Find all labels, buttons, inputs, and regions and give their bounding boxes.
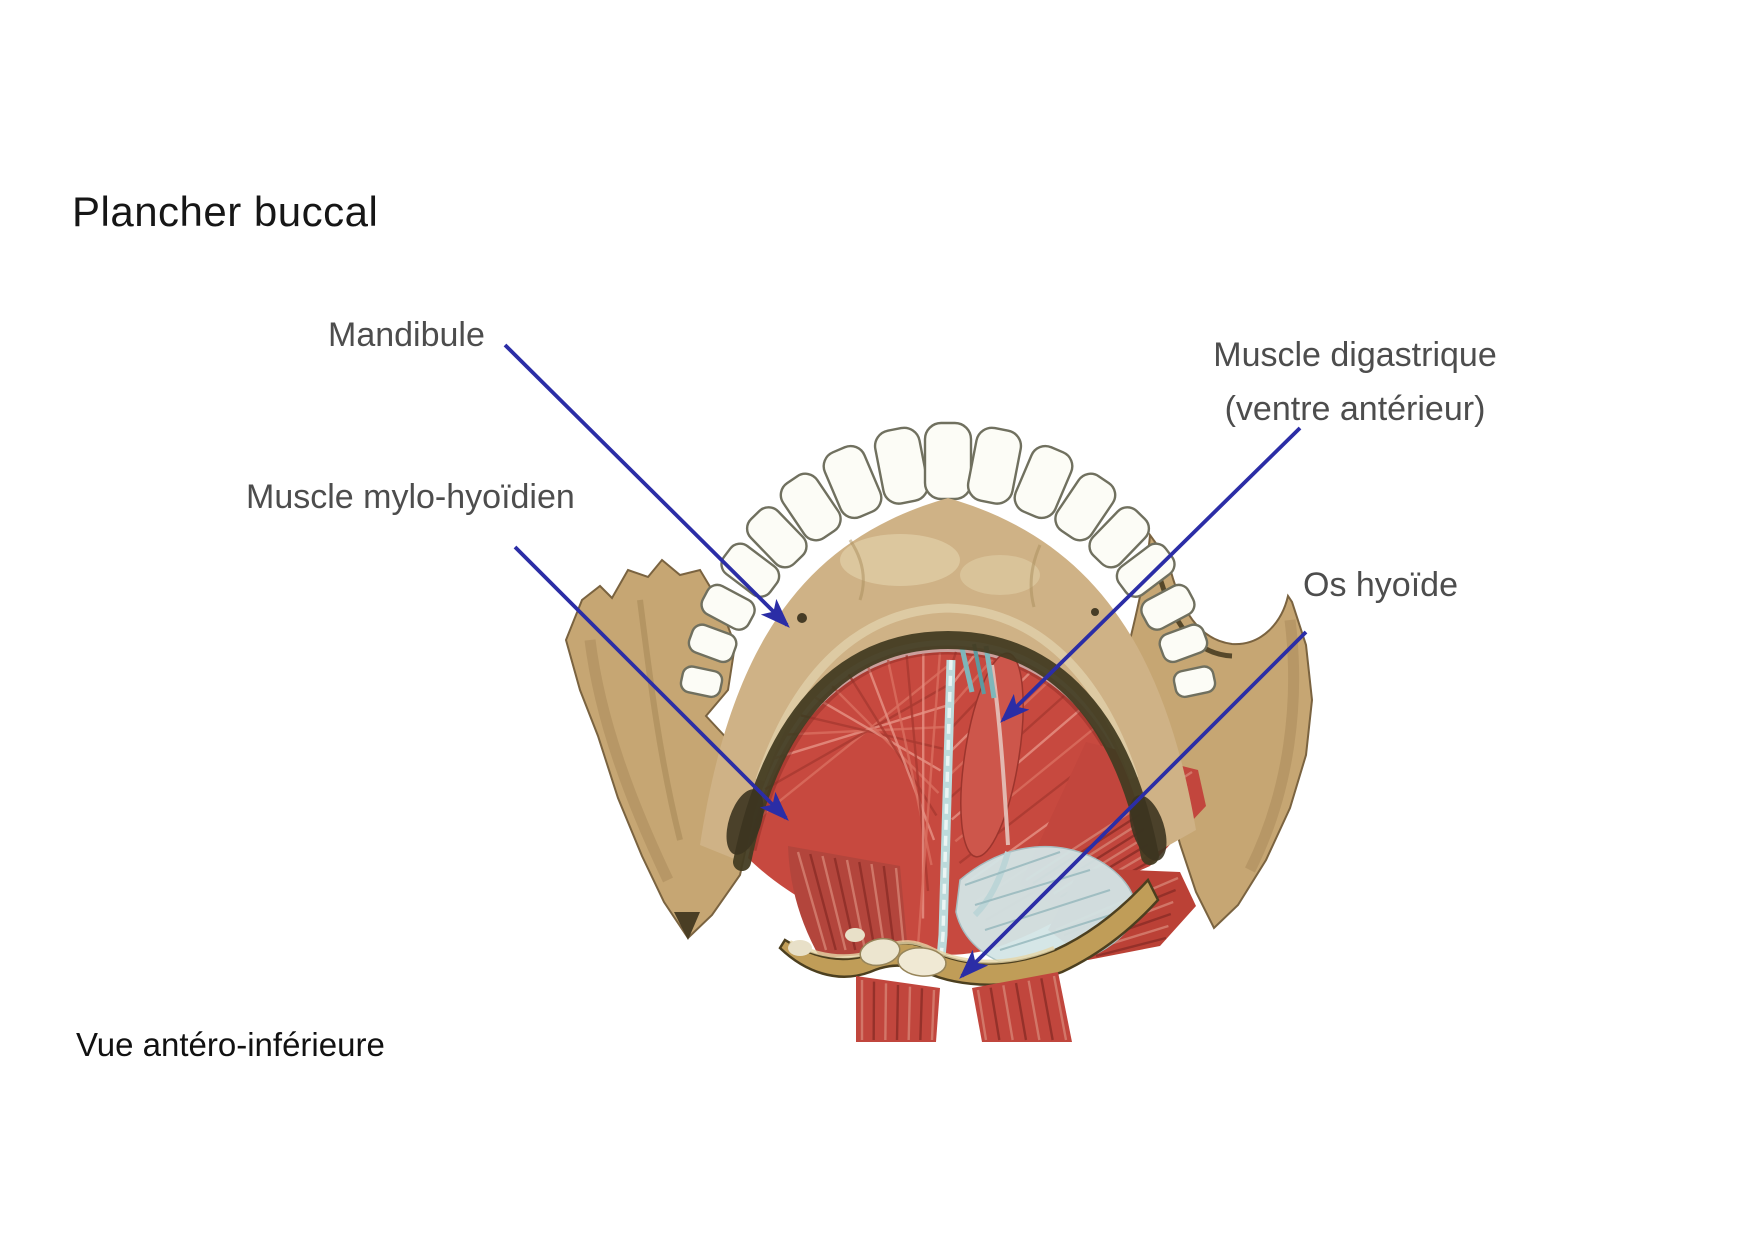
- median-raphe: [936, 659, 956, 959]
- label-mandible: Mandibule: [328, 316, 485, 354]
- label-digastric-line2: (ventre antérieur): [1224, 390, 1486, 429]
- label-digastric-line1: Muscle digastrique: [1213, 336, 1497, 374]
- teeth-row: [679, 421, 1217, 699]
- mandible-arch: [700, 498, 1196, 871]
- label-hyoid: Os hyoïde: [1303, 566, 1458, 604]
- hyoid-bone: [778, 877, 1160, 986]
- label-digastric: Muscle digastrique (ventre antérieur): [1185, 328, 1525, 437]
- label-mylohyoid: Muscle mylo-hyoïdien: [246, 478, 575, 516]
- digastric-arrow: [1000, 426, 1302, 723]
- mandible-arrow: [503, 343, 790, 628]
- page-title: Plancher buccal: [72, 188, 379, 235]
- infrahyoid-columns: [856, 972, 1072, 1042]
- view-caption: Vue antéro-inférieure: [76, 1026, 385, 1063]
- geniohyoid-bundle: [788, 846, 908, 958]
- mylohyoid-arrow: [513, 545, 789, 821]
- hyoid-arrow: [959, 630, 1308, 979]
